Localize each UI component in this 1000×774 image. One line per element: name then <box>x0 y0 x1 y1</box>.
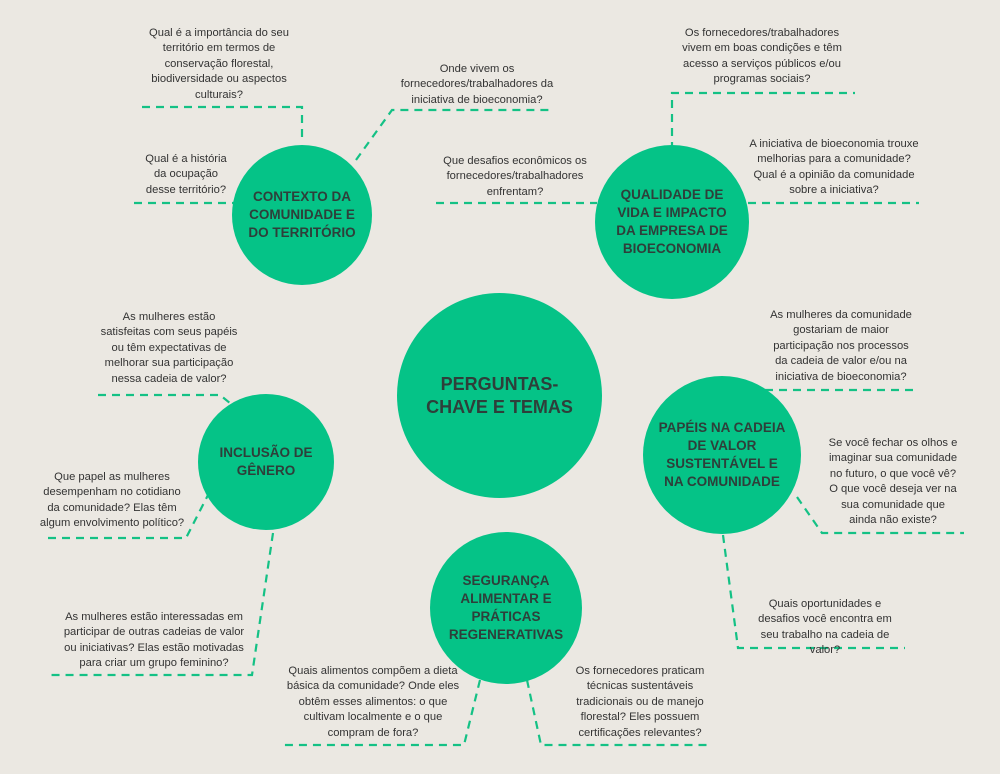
topic-contexto-title: CONTEXTO DA COMUNIDADE E DO TERRITÓRIO <box>248 189 356 240</box>
connector-genero-satisfeitas <box>98 393 237 409</box>
connector-papeis-oportunidades <box>721 534 905 650</box>
connector-genero-papel <box>48 494 209 540</box>
question-text: Onde vivem os fornecedores/trabalhadores… <box>400 63 554 106</box>
question-text: As mulheres estão interessadas em partic… <box>63 611 245 670</box>
center-title: PERGUNTAS- CHAVE E TEMAS <box>426 373 573 417</box>
connector-genero-interessadas <box>50 532 275 677</box>
question-text: Que papel as mulheres desempenham no cot… <box>39 471 185 530</box>
question-text: A iniciativa de bioeconomia trouxe melho… <box>749 138 919 197</box>
topic-contexto: CONTEXTO DA COMUNIDADE E DO TERRITÓRIO <box>232 145 372 285</box>
topic-papeis: PAPÉIS NA CADEIA DE VALOR SUSTENTÁVEL E … <box>643 376 801 534</box>
topic-genero-title: INCLUSÃO DE GÊNERO <box>219 445 313 478</box>
connector-contexto-importancia <box>142 105 304 143</box>
center-topic: PERGUNTAS- CHAVE E TEMAS <box>397 293 602 498</box>
question-text: As mulheres da comunidade gostariam de m… <box>770 309 912 383</box>
question-text: Os fornecedores praticam técnicas susten… <box>575 665 705 739</box>
connector-papeis-futuro <box>796 496 964 535</box>
question-text: Qual é a história da ocupação desse terr… <box>145 153 227 196</box>
question-text: Os fornecedores/trabalhadores vivem em b… <box>682 27 842 86</box>
connector-seguranca-alimentos <box>280 679 482 747</box>
question-text: As mulheres estão satisfeitas com seus p… <box>100 311 238 385</box>
question-text: Se você fechar os olhos e imaginar sua c… <box>828 437 958 527</box>
topic-genero: INCLUSÃO DE GÊNERO <box>198 394 334 530</box>
connector-contexto-onde-vivem <box>355 108 552 161</box>
topic-qualidade: QUALIDADE DE VIDA E IMPACTO DA EMPRESA D… <box>595 145 749 299</box>
topic-qualidade-title: QUALIDADE DE VIDA E IMPACTO DA EMPRESA D… <box>616 187 728 256</box>
question-text: Qual é a importância do seu território e… <box>149 27 289 101</box>
question-text: Quais oportunidades e desafios você enco… <box>758 598 892 657</box>
question-text: Que desafios econômicos os fornecedores/… <box>443 155 587 198</box>
topic-papeis-title: PAPÉIS NA CADEIA DE VALOR SUSTENTÁVEL E … <box>658 420 786 489</box>
connector-qualidade-condicoes <box>670 91 855 150</box>
topic-seguranca: SEGURANÇA ALIMENTAR E PRÁTICAS REGENERAT… <box>430 532 582 684</box>
topic-seguranca-title: SEGURANÇA ALIMENTAR E PRÁTICAS REGENERAT… <box>448 573 564 642</box>
question-text: Quais alimentos compõem a dieta básica d… <box>286 665 460 739</box>
